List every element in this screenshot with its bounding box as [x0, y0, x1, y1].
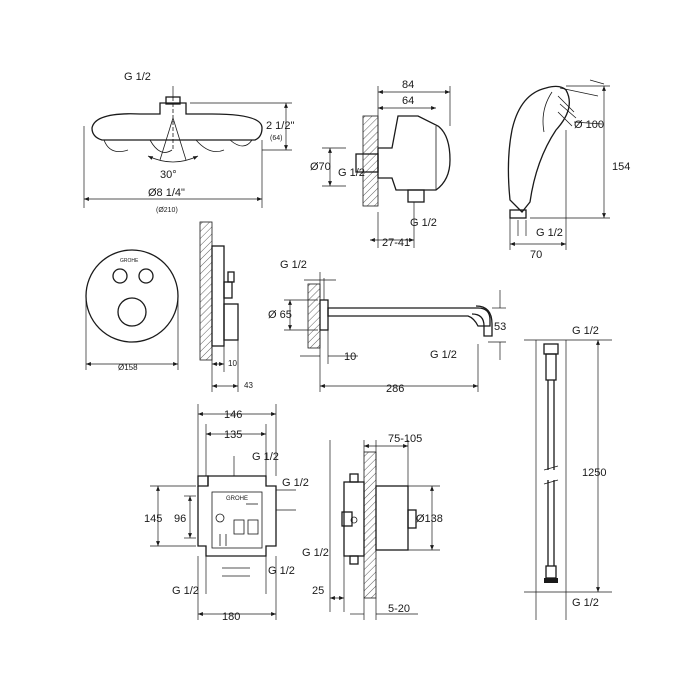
rough-in-thread-bottom-right-label: G 1/2: [268, 565, 295, 577]
head-shower-view: G 1/2 2 1/2" (64) 30° Ø8 1/4" (Ø210): [83, 71, 294, 214]
rough-in-thread-bottom-left-label: G 1/2: [172, 585, 199, 597]
wall-outlet-depth-total-label: 84: [402, 79, 414, 91]
spout-thread-top-label: G 1/2: [280, 259, 307, 271]
rough-in-height-outer-label: 145: [144, 513, 162, 525]
head-shower-height-label: 2 1/2": [266, 120, 294, 132]
spout-length-label: 286: [386, 383, 404, 395]
spout-height-label: 53: [494, 321, 506, 333]
thermostat-side-view: 10 43: [199, 221, 253, 392]
thermostat-brand-mark: GROHE: [120, 258, 139, 264]
spout-view: G 1/2 Ø 65 53 10 G 1/2 286: [268, 259, 506, 395]
head-shower-diameter-mm-label: (Ø210): [156, 207, 178, 214]
wall-outlet-thread-left-label: G 1/2: [338, 167, 365, 179]
head-shower-height-mm-label: (64): [270, 135, 282, 142]
hose-view: G 1/2 1250 G 1/2: [524, 325, 612, 620]
hand-shower-length-label: 154: [612, 161, 630, 173]
head-shower-thread-label: G 1/2: [124, 71, 151, 83]
spout-thread-bottom-label: G 1/2: [430, 349, 457, 361]
wall-outlet-view: 84 64 Ø70 G 1/2 G 1/2 27-41: [310, 79, 451, 249]
thermostat-depth-label: 43: [244, 381, 253, 390]
head-shower-diameter-label: Ø8 1/4": [148, 187, 185, 199]
rough-in-width-inner-label: 135: [224, 429, 242, 441]
hose-thread-bottom-label: G 1/2: [572, 597, 599, 609]
thermostat-front-view: GROHE Ø158: [85, 249, 179, 372]
wall-outlet-depth-label: 64: [402, 95, 414, 107]
wall-outlet-thread-bottom-label: G 1/2: [410, 217, 437, 229]
wall-outlet-diameter-label: Ø70: [310, 161, 331, 173]
rough-in-height-inner-label: 96: [174, 513, 186, 525]
thermostat-diameter-label: Ø158: [118, 363, 138, 372]
hose-thread-top-label: G 1/2: [572, 325, 599, 337]
rough-in-side-range-label: 5-20: [388, 603, 410, 615]
thermostat-wall-gap-label: 10: [228, 359, 237, 368]
rough-in-thread-right-label: G 1/2: [282, 477, 309, 489]
rough-in-front-view: GROHE 146 135 G 1/2 G 1/2 145 96 G 1/2 G…: [144, 404, 309, 623]
hand-shower-diameter-label: Ø 100: [574, 119, 604, 131]
rough-in-width-outer-label: 146: [224, 409, 242, 421]
rough-in-side-thread-label: G 1/2: [302, 547, 329, 559]
rough-in-side-depth-range-label: 75-105: [388, 433, 422, 445]
hand-shower-view: Ø 100 154 G 1/2 70: [507, 79, 630, 261]
rough-in-thread-top-label: G 1/2: [252, 451, 279, 463]
wall-outlet-range-label: 27-41: [382, 237, 410, 249]
rough-in-side-offset-label: 25: [312, 585, 324, 597]
rough-in-brand-mark: GROHE: [226, 496, 248, 502]
hose-length-label: 1250: [582, 467, 606, 479]
rough-in-width-base-label: 180: [222, 611, 240, 623]
hand-shower-width-label: 70: [530, 249, 542, 261]
spout-rosette-diameter-label: Ø 65: [268, 309, 292, 321]
hand-shower-thread-label: G 1/2: [536, 227, 563, 239]
rough-in-side-diameter-label: Ø138: [416, 513, 443, 525]
spout-wall-gap-label: 10: [344, 351, 356, 363]
head-shower-angle-label: 30°: [160, 169, 177, 181]
rough-in-side-view: 75-105 Ø138 G 1/2 25 5-20: [302, 433, 443, 620]
